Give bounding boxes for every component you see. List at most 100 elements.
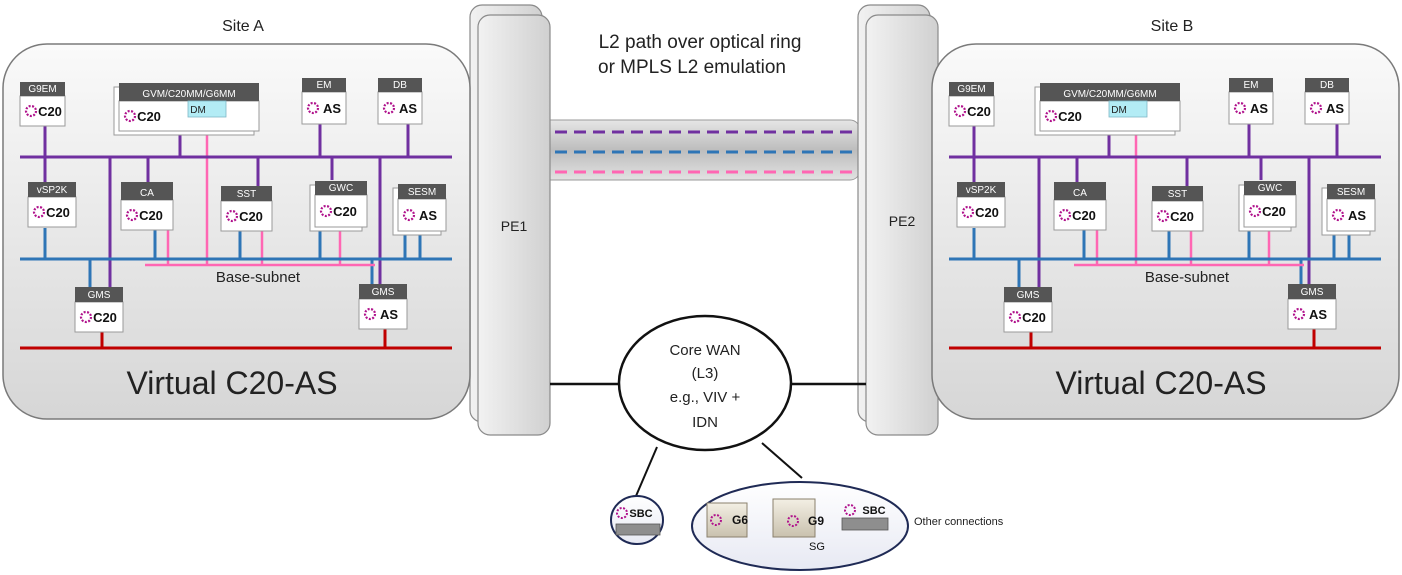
gms1-type: C20 bbox=[93, 310, 117, 325]
site_a-title: Site A bbox=[222, 18, 264, 35]
wan-other-link bbox=[761, 442, 803, 479]
genband-logo-icon bbox=[24, 104, 38, 118]
genband-logo-icon bbox=[32, 205, 46, 219]
sbc-left-label: SBC bbox=[629, 508, 652, 520]
genband-logo-icon bbox=[382, 101, 396, 115]
genband-logo-icon bbox=[1156, 209, 1170, 223]
genband-logo-icon bbox=[1292, 307, 1306, 321]
sg-label: SG bbox=[809, 541, 825, 553]
dm-tag: DM bbox=[190, 105, 206, 116]
vsp2k-type: C20 bbox=[46, 205, 70, 220]
l2-path-label-line2: or MPLS L2 emulation bbox=[598, 57, 786, 78]
genband-logo-icon bbox=[1008, 310, 1022, 324]
g9em-type: C20 bbox=[967, 104, 991, 119]
core-wan-line1: Core WAN bbox=[669, 342, 740, 359]
pe1-router: PE1 bbox=[469, 4, 551, 436]
ca-header: CA bbox=[140, 188, 154, 199]
node-gvm: GVM/C20MM/G6MM C20 DM bbox=[1034, 83, 1181, 136]
sesm-type: AS bbox=[1348, 208, 1366, 223]
gvm-type: C20 bbox=[137, 109, 161, 124]
gms1-header: GMS bbox=[88, 290, 111, 301]
node-gms1: GMS C20 bbox=[1003, 287, 1053, 333]
sst-type: C20 bbox=[239, 209, 263, 224]
other-connections-group: G6 G9 SG SBC bbox=[691, 481, 909, 571]
gms2-type: AS bbox=[1309, 307, 1327, 322]
sesm-header: SESM bbox=[1337, 187, 1365, 198]
sst-header: SST bbox=[1168, 189, 1187, 200]
sbc-left-device: SBC bbox=[610, 495, 664, 545]
gvm-header: GVM/C20MM/G6MM bbox=[1063, 89, 1156, 100]
g9-label: G9 bbox=[808, 514, 824, 528]
core-wan-line2: (L3) bbox=[692, 365, 719, 382]
dm-tag: DM bbox=[1111, 105, 1127, 116]
node-g9em: G9EM C20 bbox=[948, 82, 995, 127]
ca-header: CA bbox=[1073, 188, 1087, 199]
gwc-type: C20 bbox=[1262, 204, 1286, 219]
site_b-title: Site B bbox=[1151, 18, 1194, 35]
l2-path-tube bbox=[539, 119, 861, 181]
gms1-type: C20 bbox=[1022, 310, 1046, 325]
ca-type: C20 bbox=[139, 208, 163, 223]
gms1-header: GMS bbox=[1017, 290, 1040, 301]
genband-logo-icon bbox=[961, 205, 975, 219]
gvm-type: C20 bbox=[1058, 109, 1082, 124]
em-header: EM bbox=[1244, 80, 1259, 91]
sesm-header: SESM bbox=[408, 187, 436, 198]
node-gms1: GMS C20 bbox=[74, 287, 124, 333]
genband-logo-icon bbox=[1233, 101, 1247, 115]
vsp2k-header: vSP2K bbox=[966, 185, 997, 196]
pe2-label: PE2 bbox=[889, 213, 916, 229]
genband-logo-icon bbox=[363, 307, 377, 321]
vsp2k-type: C20 bbox=[975, 205, 999, 220]
em-type: AS bbox=[323, 101, 341, 116]
genband-logo-icon bbox=[306, 101, 320, 115]
genband-logo-icon bbox=[1044, 109, 1058, 123]
node-ca: CA C20 bbox=[120, 182, 174, 231]
core-wan-line3: e.g., VIV + bbox=[670, 389, 741, 406]
gvm-header: GVM/C20MM/G6MM bbox=[142, 89, 235, 100]
base-subnet-label: Base-subnet bbox=[1145, 269, 1230, 286]
sst-type: C20 bbox=[1170, 209, 1194, 224]
genband-logo-icon bbox=[319, 204, 333, 218]
base-subnet-label: Base-subnet bbox=[216, 269, 301, 286]
node-g9em: G9EM C20 bbox=[19, 82, 66, 127]
l2-path-label-line1: L2 path over optical ring bbox=[599, 32, 802, 53]
genband-logo-icon bbox=[125, 208, 139, 222]
node-gvm: GVM/C20MM/G6MM C20 DM bbox=[113, 83, 260, 136]
node-sesm: SESM AS bbox=[1321, 184, 1376, 236]
node-vsp2k: vSP2K C20 bbox=[956, 182, 1006, 228]
g6-label: G6 bbox=[732, 513, 748, 527]
genband-logo-icon bbox=[1058, 208, 1072, 222]
genband-logo-icon bbox=[79, 310, 93, 324]
ca-type: C20 bbox=[1072, 208, 1096, 223]
pe1-label: PE1 bbox=[501, 218, 528, 234]
genband-logo-icon bbox=[123, 109, 137, 123]
sbc-right-label: SBC bbox=[862, 505, 885, 517]
core-wan-cloud bbox=[617, 314, 793, 452]
genband-logo-icon bbox=[1309, 101, 1323, 115]
genband-logo-icon bbox=[402, 208, 416, 222]
gms2-type: AS bbox=[380, 307, 398, 322]
other-connections-label: Other connections bbox=[914, 516, 1004, 528]
vsp2k-header: vSP2K bbox=[37, 185, 68, 196]
node-ca: CA C20 bbox=[1053, 182, 1107, 231]
em-header: EM bbox=[317, 80, 332, 91]
g9em-header: G9EM bbox=[28, 84, 56, 95]
db-type: AS bbox=[399, 101, 417, 116]
g9em-header: G9EM bbox=[957, 84, 985, 95]
node-vsp2k: vSP2K C20 bbox=[27, 182, 77, 228]
g9em-type: C20 bbox=[38, 104, 62, 119]
db-type: AS bbox=[1326, 101, 1344, 116]
wan-sbc-link bbox=[635, 446, 658, 497]
